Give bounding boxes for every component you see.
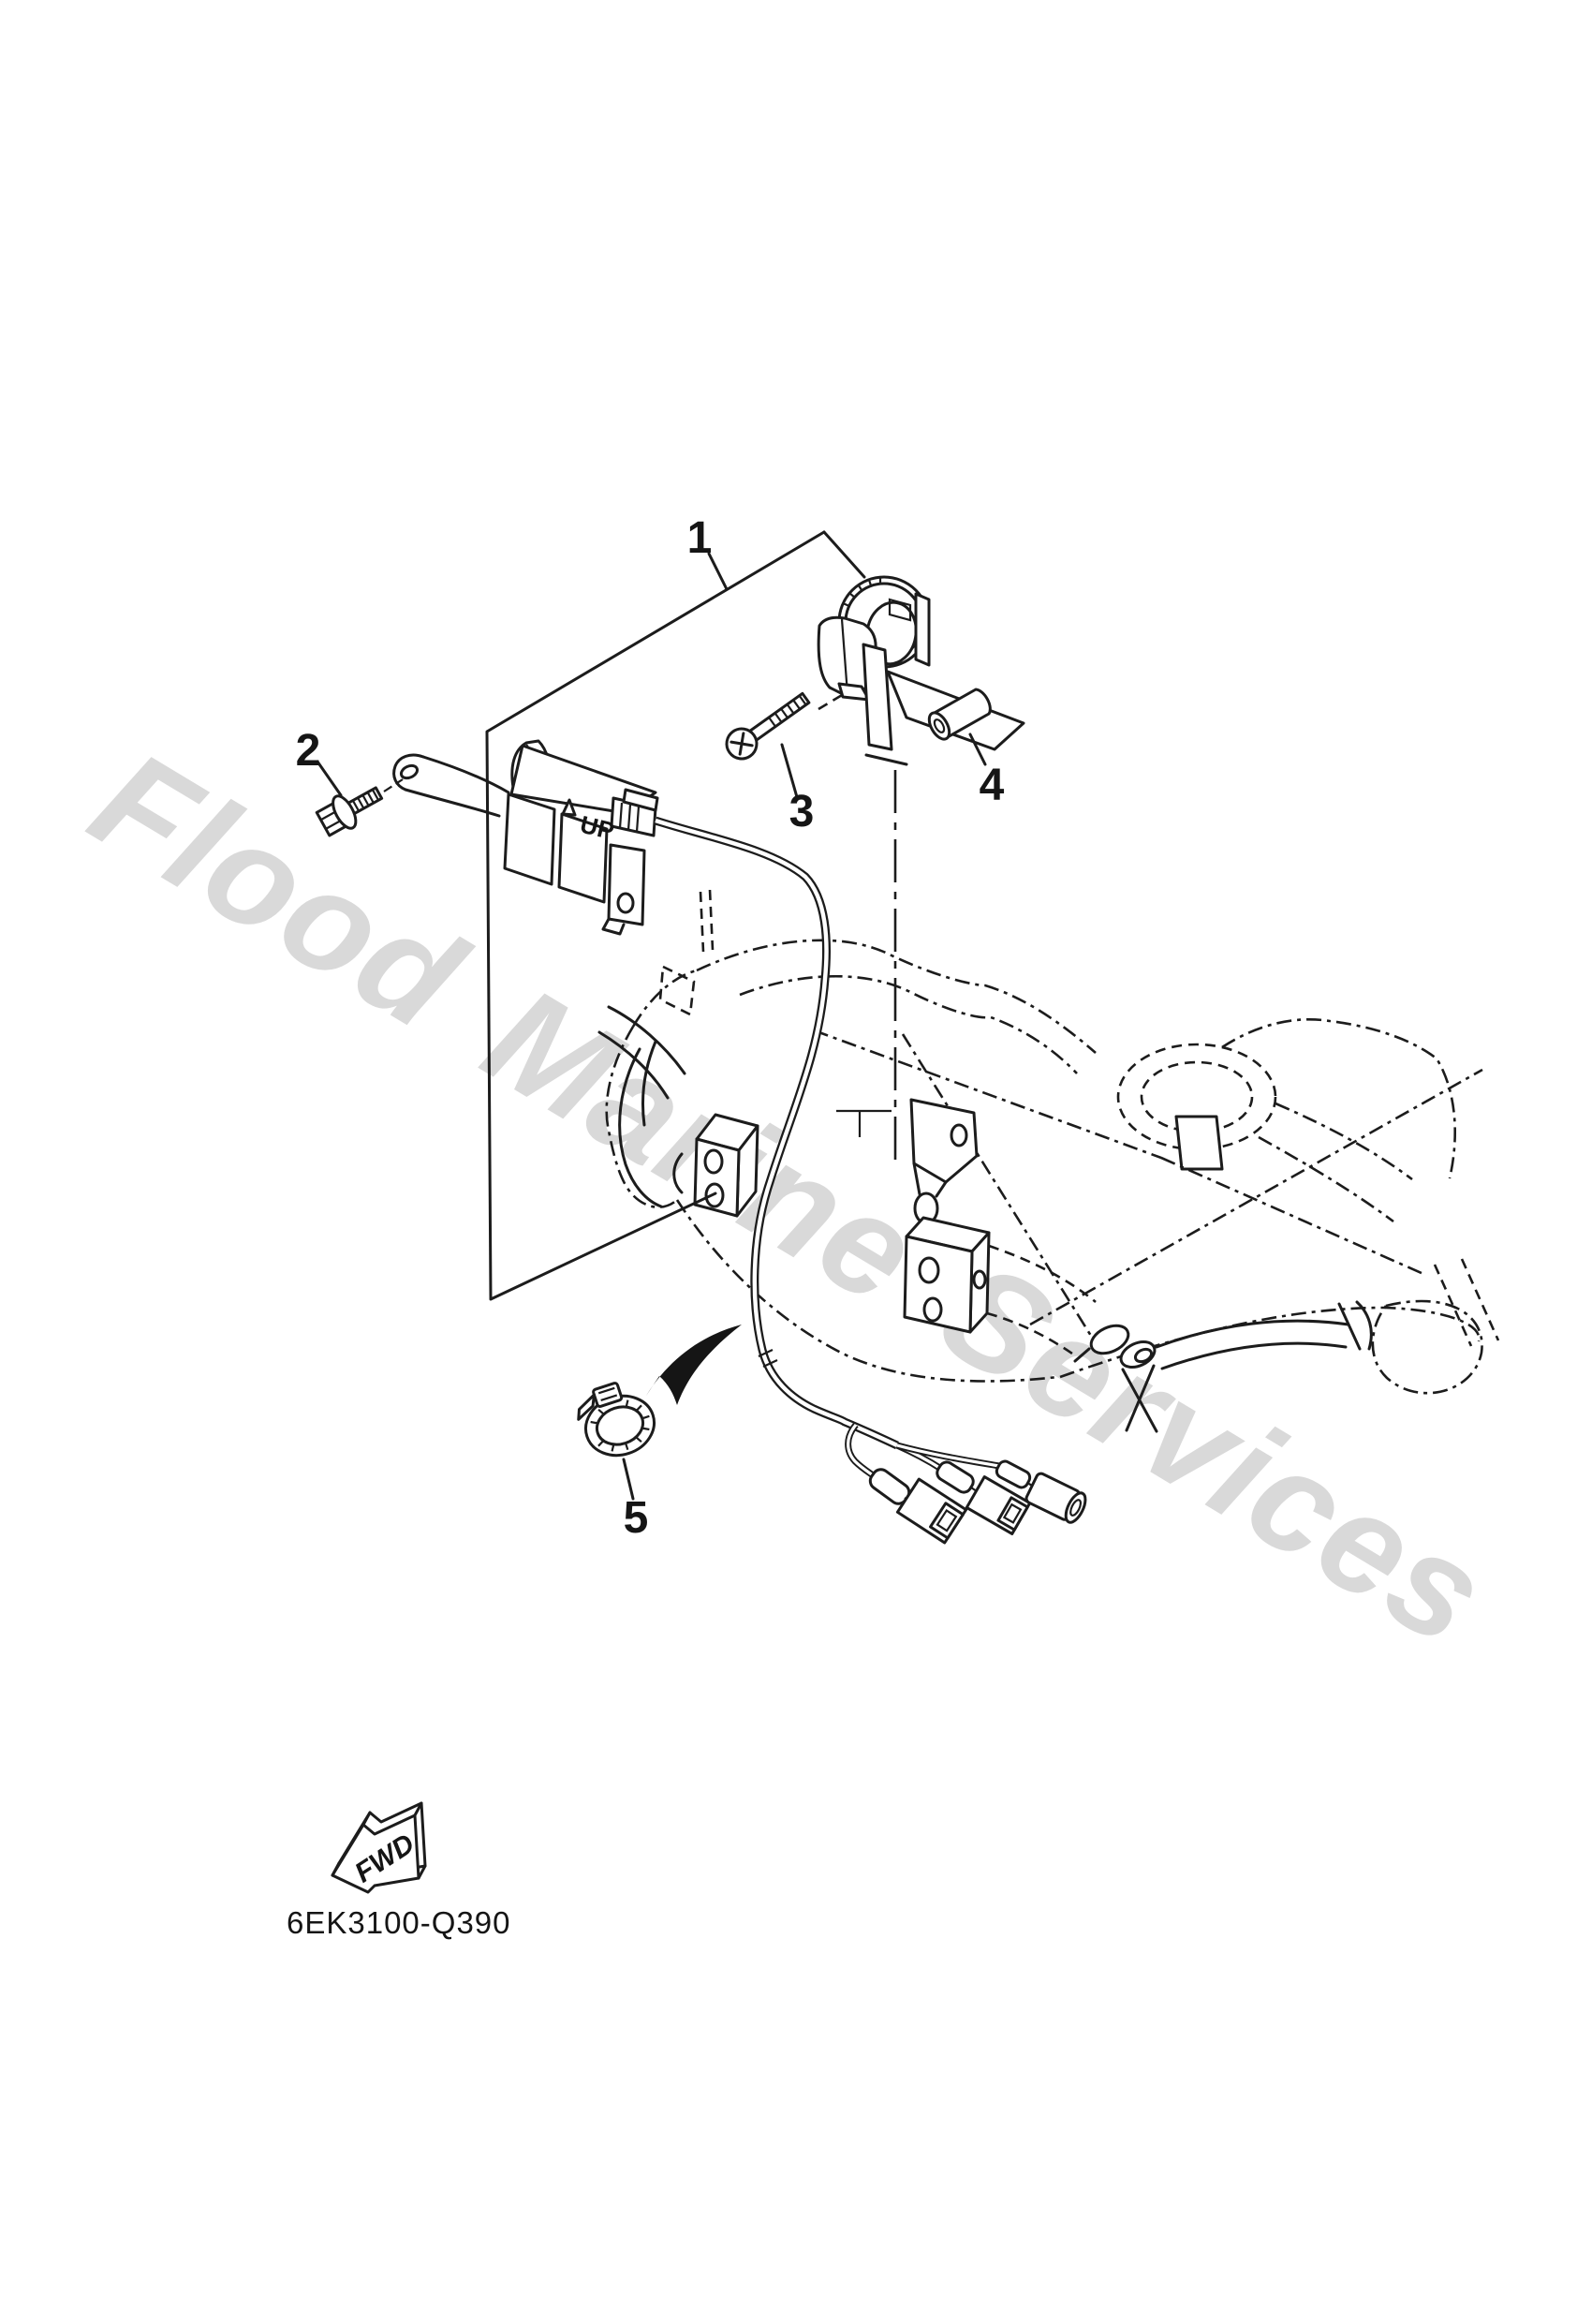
callout-label-3: 3 [789,787,815,836]
engine-bracket-right [903,1098,1097,1355]
engine-mount-block-left [693,1113,759,1218]
trim-switch-bracket: UP [392,739,659,936]
callout-label-1: 1 [687,513,713,563]
part-code: 6EK3100-Q390 [287,1905,511,1940]
pan-head-screw [725,691,811,761]
callout-leaders [316,552,987,1501]
flange-bolt [315,778,404,837]
fwd-direction-arrow: FWD [331,1801,427,1894]
harness-connector-1 [895,1477,968,1545]
harness-connector-round [1024,1472,1087,1524]
trim-switch-assembly [817,575,931,766]
option-panel-frame [485,530,866,1301]
callout-label-2: 2 [296,726,321,776]
wire-harness [654,816,1087,1545]
collar-part [886,670,1025,751]
engine-arm-lower-right [1073,1300,1373,1433]
harness-connector-2 [965,1475,1032,1535]
engine-outline [597,889,1500,1433]
callout-label-4: 4 [980,761,1005,810]
callout-label-5: 5 [624,1493,649,1543]
up-triangle-icon [561,798,577,817]
hose-clamp [577,1382,656,1458]
rotation-swoosh-arrow [646,1325,742,1405]
